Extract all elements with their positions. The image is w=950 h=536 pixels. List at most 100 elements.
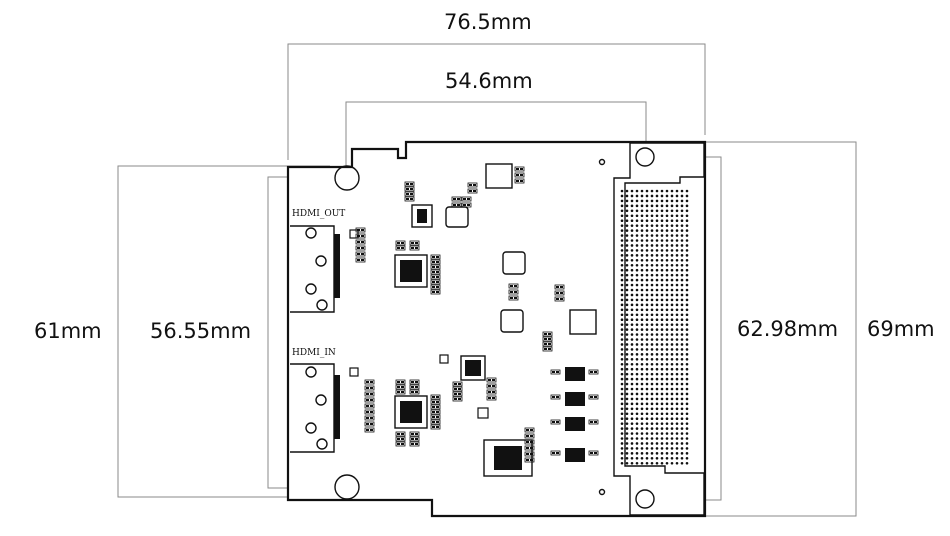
- connector-pin: [675, 288, 679, 292]
- connector-pin: [665, 417, 669, 421]
- smd-footprint: [409, 389, 420, 395]
- connector-pin: [620, 244, 624, 247]
- hdmi-in-connector: HDMI_IN: [290, 348, 340, 453]
- connector-pin: [635, 273, 639, 277]
- soic-chip-right: [569, 309, 597, 335]
- connector-pin: [640, 214, 644, 218]
- connector-pin: [660, 224, 664, 227]
- connector-pin: [665, 303, 669, 307]
- connector-pin: [665, 442, 669, 445]
- connector-pin: [655, 338, 659, 341]
- connector-pin: [660, 273, 664, 277]
- connector-pin: [665, 224, 669, 227]
- connector-pin: [640, 417, 644, 421]
- connector-pin: [655, 452, 659, 455]
- connector-pin: [670, 353, 674, 356]
- connector-pin: [625, 402, 629, 406]
- connector-pin: [680, 432, 684, 435]
- connector-pin: [640, 254, 644, 257]
- connector-pin: [670, 229, 674, 232]
- connector-pin: [645, 194, 649, 198]
- connector-pin: [685, 377, 689, 381]
- connector-pin: [655, 199, 659, 203]
- connector-pin: [635, 461, 639, 465]
- connector-pin: [620, 239, 624, 242]
- connector-pin: [670, 318, 674, 322]
- connector-pin: [655, 407, 659, 411]
- connector-pin: [685, 427, 689, 430]
- connector-pin: [650, 452, 654, 455]
- connector-pin: [680, 318, 684, 322]
- connector-pin: [625, 427, 629, 430]
- connector-pin: [640, 387, 644, 391]
- connector-pin: [630, 338, 634, 341]
- hdmi-out-peg-1: [305, 227, 317, 239]
- connector-pin: [625, 461, 629, 465]
- connector-pin: [665, 214, 669, 218]
- connector-pin: [620, 249, 624, 252]
- connector-pin: [655, 432, 659, 435]
- connector-pin: [650, 189, 654, 193]
- connector-pin: [640, 382, 644, 386]
- connector-pin: [630, 313, 634, 317]
- connector-pin: [670, 338, 674, 341]
- connector-pin: [640, 377, 644, 381]
- connector-pin: [665, 338, 669, 341]
- connector-pin: [650, 194, 654, 198]
- connector-pin: [675, 254, 679, 257]
- connector-pin: [650, 367, 654, 371]
- connector-pin: [645, 323, 649, 326]
- connector-pin: [625, 288, 629, 292]
- smd-footprint: [542, 346, 553, 352]
- connector-pin: [680, 293, 684, 297]
- connector-pin: [625, 278, 629, 282]
- dim-line-outer-width: [287, 43, 706, 160]
- connector-pin: [680, 437, 684, 440]
- connector-pin: [660, 412, 664, 416]
- connector-pin: [675, 189, 679, 193]
- smd-footprint: [508, 289, 519, 295]
- connector-pin: [630, 372, 634, 376]
- connector-pin: [650, 259, 654, 262]
- smd-footprint: [588, 394, 599, 400]
- connector-pin: [625, 254, 629, 257]
- mounting-hole-bottom-left: [334, 474, 360, 500]
- connector-pin: [685, 298, 689, 302]
- connector-pin: [650, 387, 654, 391]
- connector-pin: [660, 214, 664, 218]
- smd-footprint: [430, 289, 441, 295]
- connector-pin: [680, 358, 684, 361]
- connector-pin: [630, 461, 634, 465]
- connector-pin: [650, 234, 654, 237]
- connector-pin: [650, 407, 654, 411]
- connector-pin: [655, 249, 659, 252]
- connector-pin: [625, 229, 629, 232]
- connector-pin: [645, 461, 649, 465]
- connector-pin: [685, 333, 689, 336]
- connector-pin: [660, 229, 664, 232]
- smd-part: [349, 229, 359, 239]
- connector-pin: [685, 422, 689, 425]
- connector-pin: [675, 447, 679, 450]
- smd-part: [477, 407, 489, 419]
- connector-pin: [660, 189, 664, 193]
- connector-pin: [670, 432, 674, 435]
- connector-pin: [665, 457, 669, 460]
- connector-pin: [630, 278, 634, 282]
- connector-pin: [625, 194, 629, 198]
- smd-footprint: [486, 377, 497, 383]
- connector-pin: [625, 422, 629, 425]
- connector-pin: [640, 278, 644, 282]
- connector-pin: [655, 298, 659, 302]
- smd-footprint: [409, 384, 420, 390]
- connector-pin: [635, 333, 639, 336]
- connector-pin: [625, 358, 629, 361]
- connector-pin: [670, 397, 674, 401]
- connector-pin: [670, 442, 674, 445]
- connector-pin: [665, 372, 669, 376]
- connector-pin: [670, 457, 674, 460]
- connector-pin: [620, 214, 624, 218]
- connector-pin: [625, 308, 629, 312]
- connector-pin: [675, 461, 679, 465]
- connector-pin: [640, 333, 644, 336]
